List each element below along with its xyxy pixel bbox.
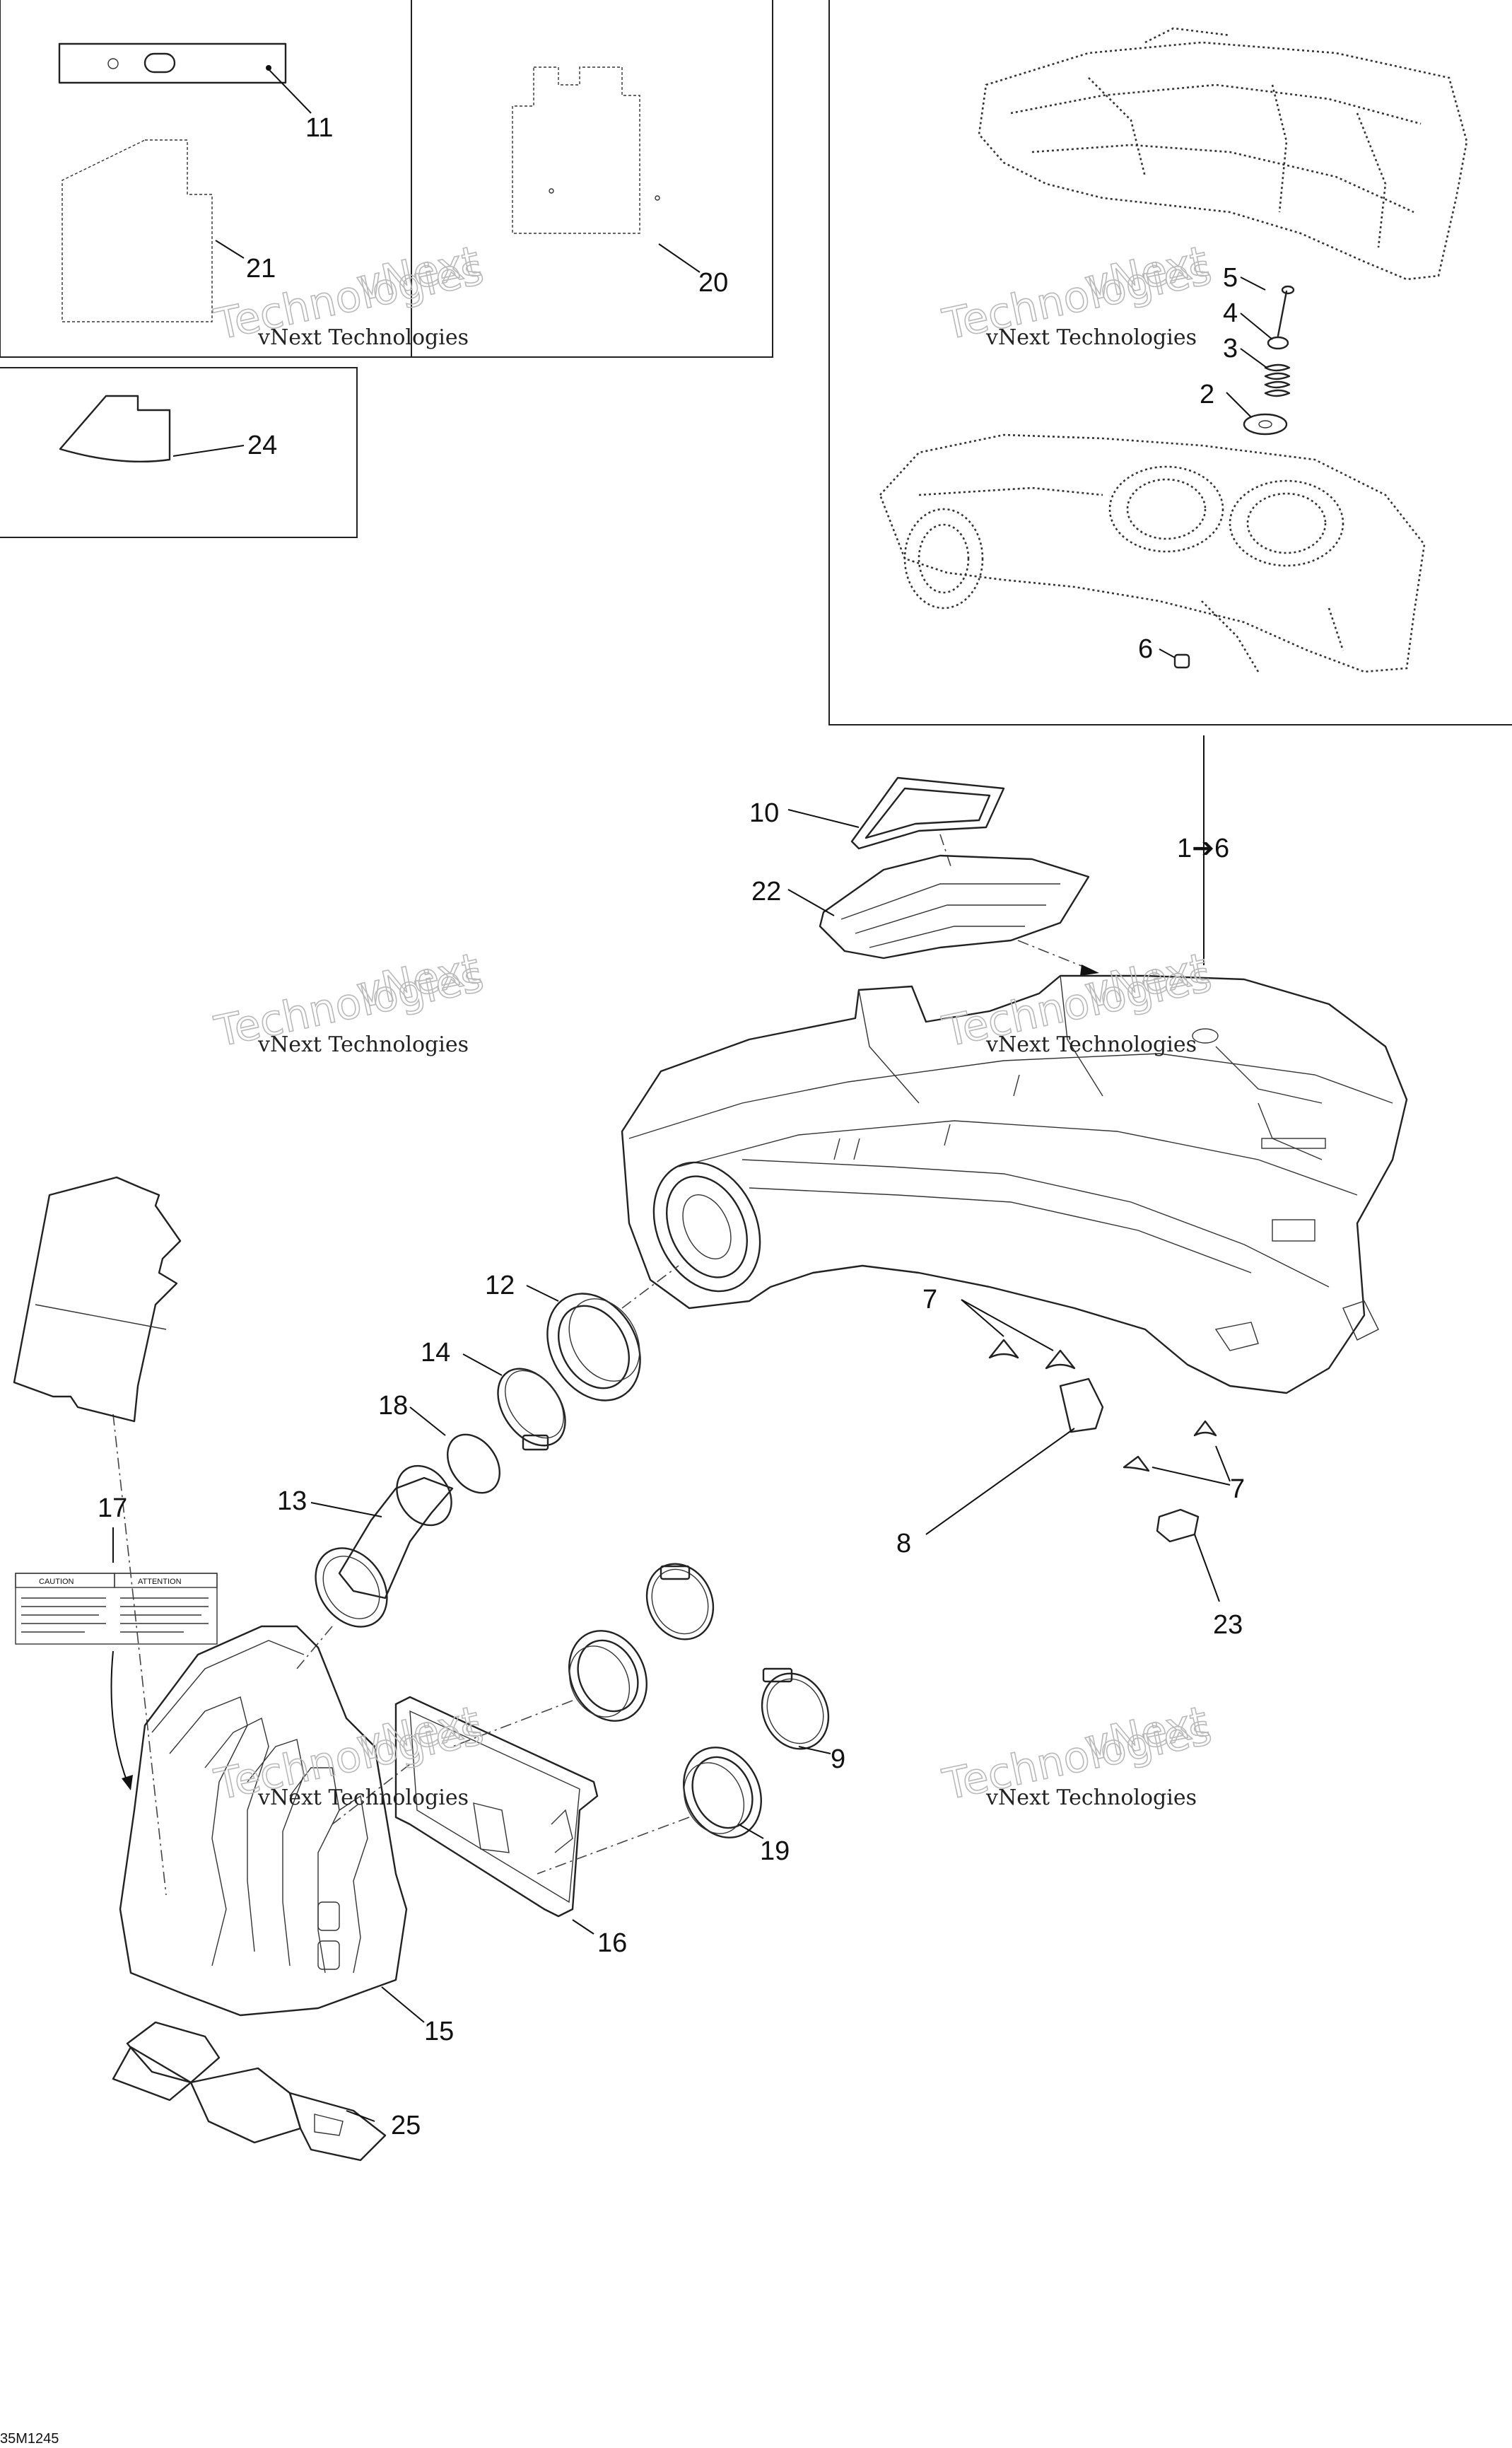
callout-10: 10 [749,798,779,828]
callouts: 11 21 20 24 5 4 3 2 6 1➔6 10 22 12 14 18… [0,113,1245,2447]
drawing-ref: 35M1245 [0,2431,59,2447]
watermark-6c: vNext Technologies [985,1785,1197,1810]
part-24-pad [59,395,245,463]
callout-1to6: 1➔6 [1177,834,1229,863]
part-25-gaskets [112,2021,387,2162]
callout-14: 14 [421,1338,450,1368]
main-airbox [621,974,1408,1394]
callout-11: 11 [305,113,333,143]
watermark-4c: vNext Technologies [985,1032,1197,1057]
part-13-duct [296,1464,454,1669]
watermark-5c: vNext Technologies [257,1785,469,1810]
part-21-pad [61,139,245,322]
callout-19: 19 [760,1836,790,1866]
watermark-3c: vNext Technologies [257,1032,469,1057]
callout-13: 13 [277,1486,307,1516]
callout-22: 22 [751,877,781,907]
parts-9-19-clamps [452,1563,831,1875]
callout-6: 6 [1138,634,1153,664]
part-17-warning-label: CAUTION ATTENTION [15,1414,218,1896]
watermarks: Technologies vNext vNext Technologies Te… [210,236,1217,1811]
callout-5: 5 [1223,263,1238,293]
callout-16: 16 [597,1928,627,1958]
callout-18: 18 [378,1391,408,1421]
watermark-2c: vNext Technologies [985,325,1197,350]
callout-23: 23 [1213,1610,1243,1640]
callout-15: 15 [424,2017,454,2046]
part-17-pad-left [13,1176,182,1423]
callout-7b: 7 [1230,1474,1245,1504]
callout-8: 8 [896,1529,911,1558]
part-12-adaptor [526,1265,679,1401]
callout-9: 9 [831,1744,845,1774]
callout-3: 3 [1223,334,1238,363]
part-11-plate [58,42,312,114]
label-attention: ATTENTION [138,1578,182,1586]
part-10-frame [787,776,1005,867]
fastener-stack [1226,276,1295,436]
part-15-silencer [119,1625,425,2023]
callout-21: 21 [246,254,276,284]
callout-24: 24 [247,431,277,460]
inset-frames [0,0,1512,725]
callout-2: 2 [1200,380,1214,409]
airbox-base-dotted [879,433,1426,673]
part-22-cover [787,854,1099,976]
callout-7a: 7 [922,1285,937,1315]
parts-7-8-23 [925,1299,1231,1602]
part-14-clamp [462,1353,566,1451]
airbox-cover-dotted [978,27,1468,281]
callout-17: 17 [98,1493,127,1523]
callout-4: 4 [1223,298,1238,328]
callout-25: 25 [391,2111,421,2140]
callout-12: 12 [485,1271,515,1300]
part-20-pad [512,66,701,273]
label-caution: CAUTION [39,1578,74,1586]
part-16-plate [332,1696,599,1935]
watermark-1c: vNext Technologies [257,325,469,350]
part-18-oring [409,1406,500,1494]
callout-20: 20 [698,268,728,298]
